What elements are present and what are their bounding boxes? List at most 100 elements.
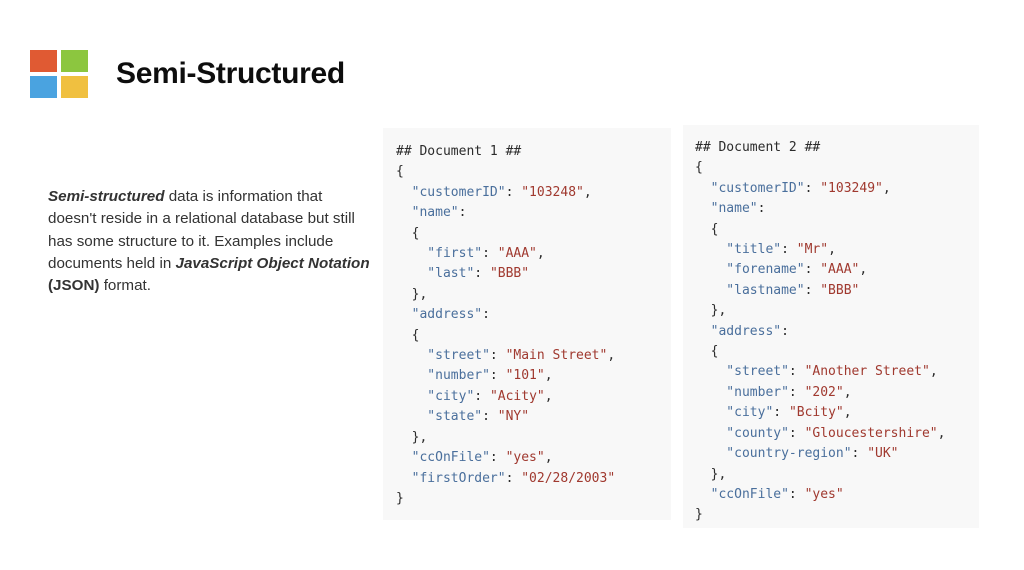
code-line: "title": "Mr", [695, 240, 969, 260]
code-token-punct: { [695, 160, 703, 176]
code-token-key: "last" [396, 266, 475, 282]
code-line: { [695, 342, 969, 362]
code-token-key: "title" [695, 242, 782, 258]
code-token-val: "Another Street" [804, 364, 930, 380]
code-token-punct: , [843, 384, 852, 400]
code-line: { [695, 220, 969, 240]
code-token-punct: , [859, 262, 868, 278]
code-token-punct: }, [695, 466, 727, 482]
code-token-punct: : [781, 242, 797, 258]
code-token-key: "name" [396, 205, 459, 221]
code-line: "city": "Bcity", [695, 403, 969, 423]
code-line: ## Document 1 ## [396, 142, 661, 162]
code-token-punct: , [544, 388, 553, 404]
code-token-val: "103248" [521, 184, 584, 200]
code-line: ## Document 2 ## [695, 138, 969, 158]
code-token-val: "yes" [505, 450, 545, 466]
code-token-punct: , [583, 184, 592, 200]
code-block-document-2: ## Document 2 ##{ "customerID": "103249"… [695, 138, 969, 526]
code-line: "customerID": "103248", [396, 183, 661, 203]
code-token-punct: } [396, 490, 404, 506]
code-line: "city": "Acity", [396, 387, 661, 407]
code-line: "address": [396, 305, 661, 325]
code-token-punct: }, [396, 286, 428, 302]
code-token-punct: : [489, 368, 506, 384]
code-token-punct: { [695, 344, 719, 360]
code-line: "state": "NY" [396, 407, 661, 427]
code-token-punct: , [536, 246, 545, 262]
code-token-key: "lastname" [695, 282, 805, 298]
code-token-punct: : [458, 205, 467, 221]
code-line: "address": [695, 322, 969, 342]
code-token-key: "street" [396, 348, 490, 364]
code-line: "county": "Gloucestershire", [695, 424, 969, 444]
code-line: }, [695, 301, 969, 321]
code-token-key: "name" [695, 201, 758, 217]
logo-cell-top-right [61, 50, 88, 72]
code-token-punct: }, [695, 303, 727, 319]
code-line: "name": [396, 203, 661, 223]
code-line: }, [695, 465, 969, 485]
code-line: "street": "Another Street", [695, 362, 969, 382]
code-token-key: "first" [396, 246, 483, 262]
code-token-key: "ccOnFile" [396, 450, 490, 466]
code-token-punct: : [804, 180, 821, 196]
code-token-val: "UK" [867, 446, 899, 462]
code-line: "lastname": "BBB" [695, 281, 969, 301]
code-token-key: "city" [396, 388, 475, 404]
code-token-punct: }, [396, 429, 428, 445]
code-token-punct: : [474, 266, 490, 282]
code-token-key: "address" [396, 307, 483, 323]
code-line: { [695, 158, 969, 178]
code-token-punct: : [482, 409, 498, 425]
description-acronym: (JSON) [48, 277, 100, 295]
code-token-punct: : [482, 307, 490, 323]
code-token-punct: : [757, 201, 766, 217]
code-token-val: "Mr" [796, 242, 829, 258]
code-token-key: "customerID" [396, 184, 506, 200]
code-token-key: "ccOnFile" [695, 486, 789, 502]
code-line: }, [396, 428, 661, 448]
code-token-val: "BBB" [489, 266, 530, 282]
code-token-punct: : [482, 246, 498, 262]
code-token-val: "Main Street" [505, 348, 608, 364]
code-token-punct: : [781, 323, 789, 339]
code-token-punct: : [788, 486, 805, 502]
code-token-punct: , [544, 450, 553, 466]
code-token-val: "101" [505, 368, 545, 384]
code-token-key: "city" [695, 405, 774, 421]
code-line: "country-region": "UK" [695, 444, 969, 464]
code-line: "last": "BBB" [396, 264, 661, 284]
code-panel-document-2: ## Document 2 ##{ "customerID": "103249"… [683, 125, 979, 528]
code-token-val: "AAA" [820, 262, 860, 278]
slide-header: Semi-Structured [30, 50, 345, 98]
code-token-val: "yes" [804, 486, 844, 502]
code-token-punct: : [505, 184, 522, 200]
code-token-punct: { [695, 221, 719, 237]
description-paragraph: Semi-structured data is information that… [48, 186, 370, 298]
code-line: "street": "Main Street", [396, 346, 661, 366]
code-token-key: "state" [396, 409, 483, 425]
code-token-val: "Gloucestershire" [804, 425, 938, 441]
code-token-val: "BBB" [820, 282, 860, 298]
four-square-logo-icon [30, 50, 88, 98]
code-token-head: ## Document 1 ## [396, 144, 522, 159]
code-line: { [396, 224, 661, 244]
code-token-val: "103249" [820, 180, 883, 196]
code-token-val: "AAA" [497, 246, 537, 262]
code-token-punct: : [773, 405, 789, 421]
code-token-punct: { [396, 164, 404, 180]
code-panel-document-1: ## Document 1 ## { "customerID": "103248"… [383, 128, 671, 520]
logo-cell-bottom-left [30, 76, 57, 98]
code-line: } [695, 505, 969, 525]
logo-cell-top-left [30, 50, 57, 72]
code-line: "ccOnFile": "yes", [396, 448, 661, 468]
code-token-punct: { [396, 327, 420, 343]
code-block-document-1: ## Document 1 ## { "customerID": "103248"… [396, 142, 661, 509]
description-emphasis-term: JavaScript Object Notation [175, 255, 370, 273]
description-lead-term: Semi-structured [48, 188, 165, 205]
code-token-val: "Bcity" [788, 405, 844, 421]
code-token-punct: : [474, 388, 490, 404]
code-line: "forename": "AAA", [695, 260, 969, 280]
code-token-punct: : [788, 364, 805, 380]
